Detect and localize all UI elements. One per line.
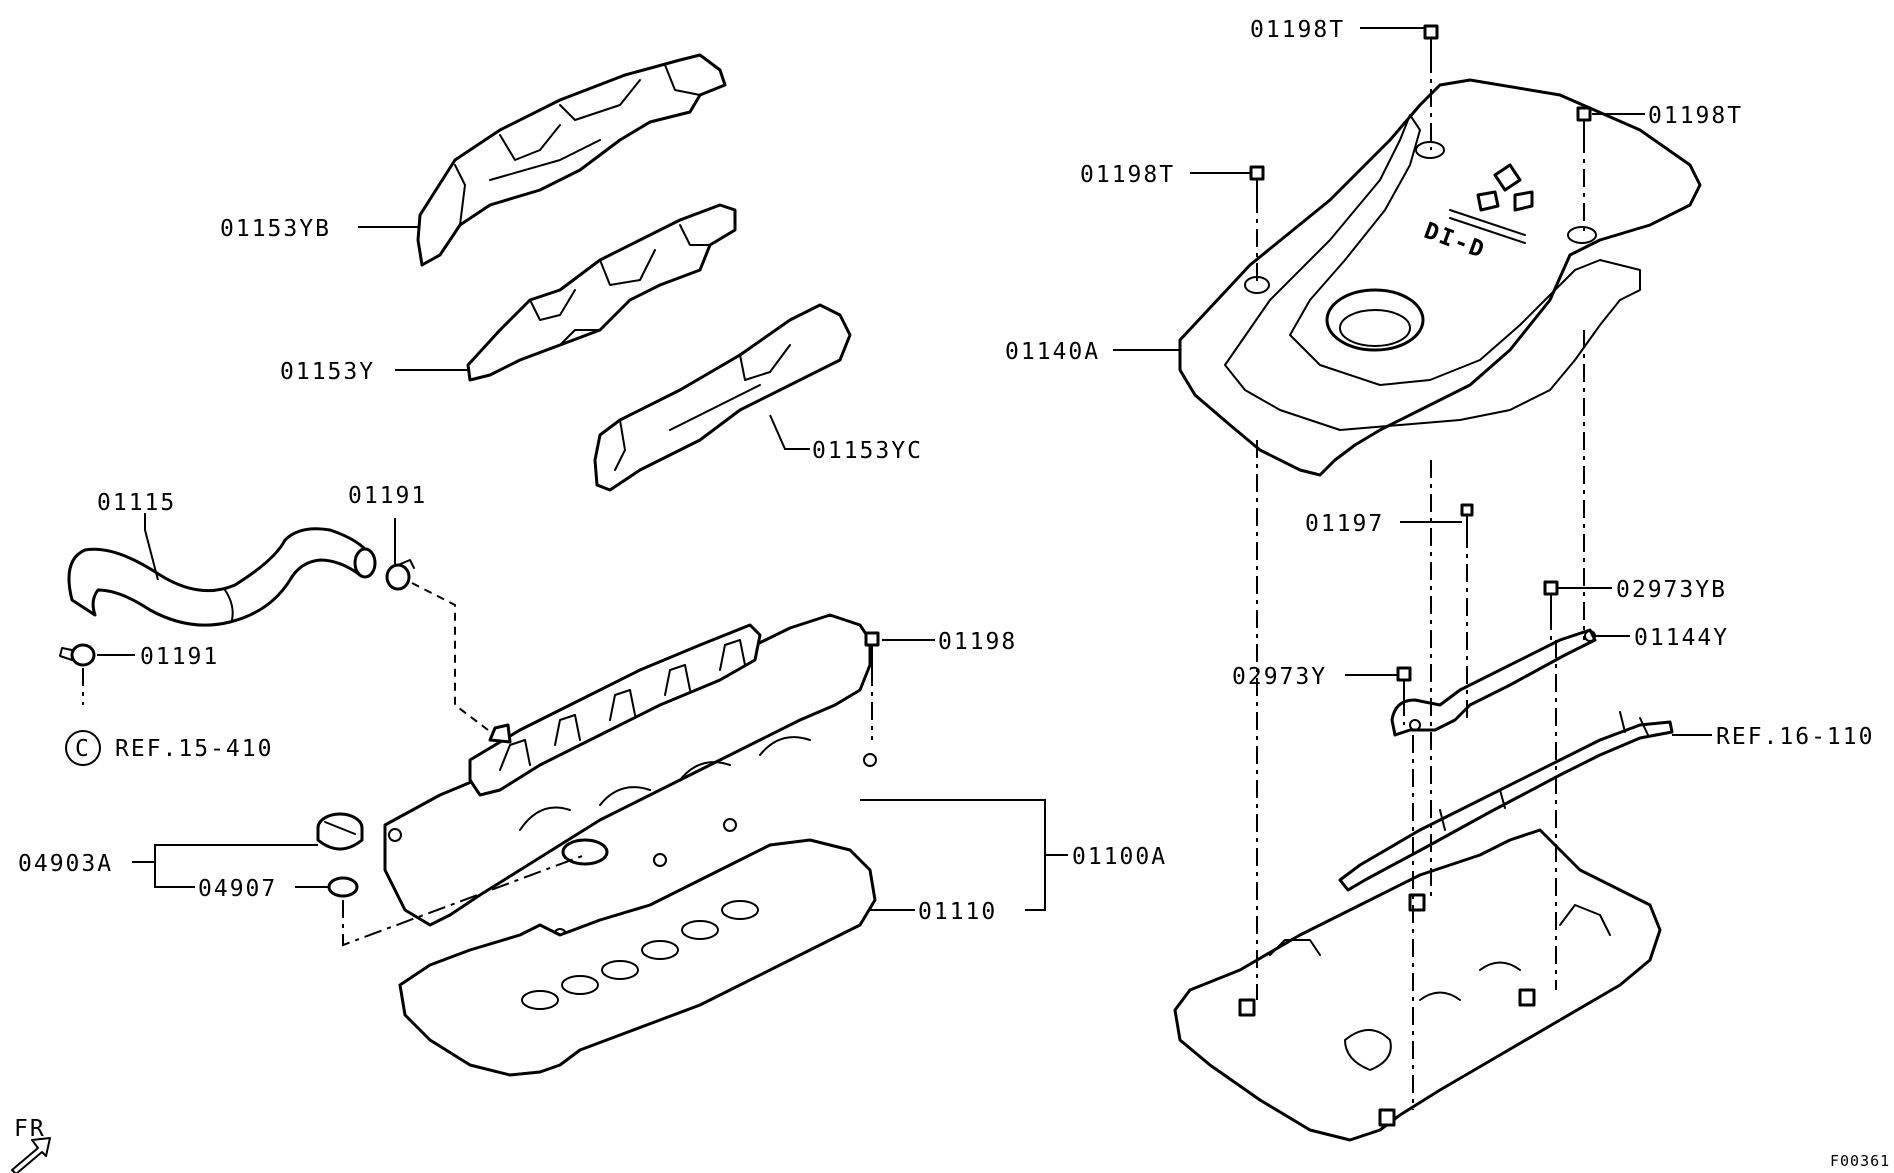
bolt-02973yb bbox=[1543, 580, 1559, 613]
front-arrow-icon bbox=[11, 1137, 51, 1173]
label-ref-15-410: REF.15-410 bbox=[115, 736, 273, 762]
label-01197: 01197 bbox=[1305, 511, 1384, 537]
label-04907: 04907 bbox=[198, 876, 277, 902]
insulator-pad-01153y bbox=[466, 203, 737, 382]
label-04903a: 04903A bbox=[18, 851, 113, 877]
label-01144y: 01144Y bbox=[1634, 625, 1729, 651]
label-01153y: 01153Y bbox=[280, 359, 375, 385]
label-ref-16-110: REF.16-110 bbox=[1716, 724, 1874, 750]
bolt-01198t-top bbox=[1423, 24, 1439, 56]
label-01115: 01115 bbox=[97, 490, 176, 516]
label-fr: FR bbox=[14, 1116, 46, 1142]
label-02973y: 02973Y bbox=[1232, 664, 1327, 690]
engine-cover-01140a: DI-D bbox=[1178, 78, 1702, 477]
label-01198t-right: 01198T bbox=[1648, 103, 1743, 129]
label-01110: 01110 bbox=[918, 899, 997, 925]
labels: 01153YB 01153Y 01153YC 01115 01191 01191… bbox=[14, 17, 1890, 1170]
bolt-01198t-left bbox=[1249, 165, 1265, 196]
bolt-01198t-right bbox=[1576, 106, 1592, 136]
label-01198t-left: 01198T bbox=[1080, 162, 1175, 188]
oil-level-gauge-guide bbox=[1338, 711, 1674, 892]
hose-clamp-01191-left bbox=[59, 643, 96, 667]
hose-clamp-01191-top bbox=[385, 559, 415, 591]
grommet-01197 bbox=[1460, 503, 1474, 531]
o-ring-04907 bbox=[327, 876, 359, 898]
label-01100a: 01100A bbox=[1072, 844, 1167, 870]
reference-circle-letter: C bbox=[75, 736, 91, 762]
label-01191-top: 01191 bbox=[348, 483, 427, 509]
three-diamond-logo-icon bbox=[1476, 163, 1534, 212]
label-01153yb: 01153YB bbox=[220, 216, 331, 242]
bolt-01198 bbox=[864, 631, 880, 669]
rocker-cover-gasket-01110 bbox=[398, 838, 877, 1077]
oil-filler-cap-04903a bbox=[316, 812, 364, 851]
insulator-pad-01153yc bbox=[593, 303, 852, 492]
label-01140a: 01140A bbox=[1005, 339, 1100, 365]
label-02973yb: 02973YB bbox=[1616, 577, 1727, 603]
label-01198: 01198 bbox=[938, 629, 1017, 655]
figure-number: F00361 bbox=[1830, 1152, 1890, 1170]
breather-hose-01115 bbox=[67, 527, 377, 627]
cylinder-head-right bbox=[1173, 828, 1662, 1142]
label-01191-left: 01191 bbox=[140, 644, 219, 670]
bracket-01144y bbox=[1390, 628, 1597, 737]
leader-lines bbox=[97, 27, 1712, 911]
label-01198t-top: 01198T bbox=[1250, 17, 1345, 43]
label-01153yc: 01153YC bbox=[812, 438, 923, 464]
assembly-lines bbox=[82, 55, 1585, 1110]
insulator-pad-01153yb bbox=[416, 53, 727, 267]
reference-circle bbox=[65, 730, 101, 766]
bolt-02973y bbox=[1396, 666, 1412, 699]
rocker-cover-01100a bbox=[383, 613, 877, 942]
